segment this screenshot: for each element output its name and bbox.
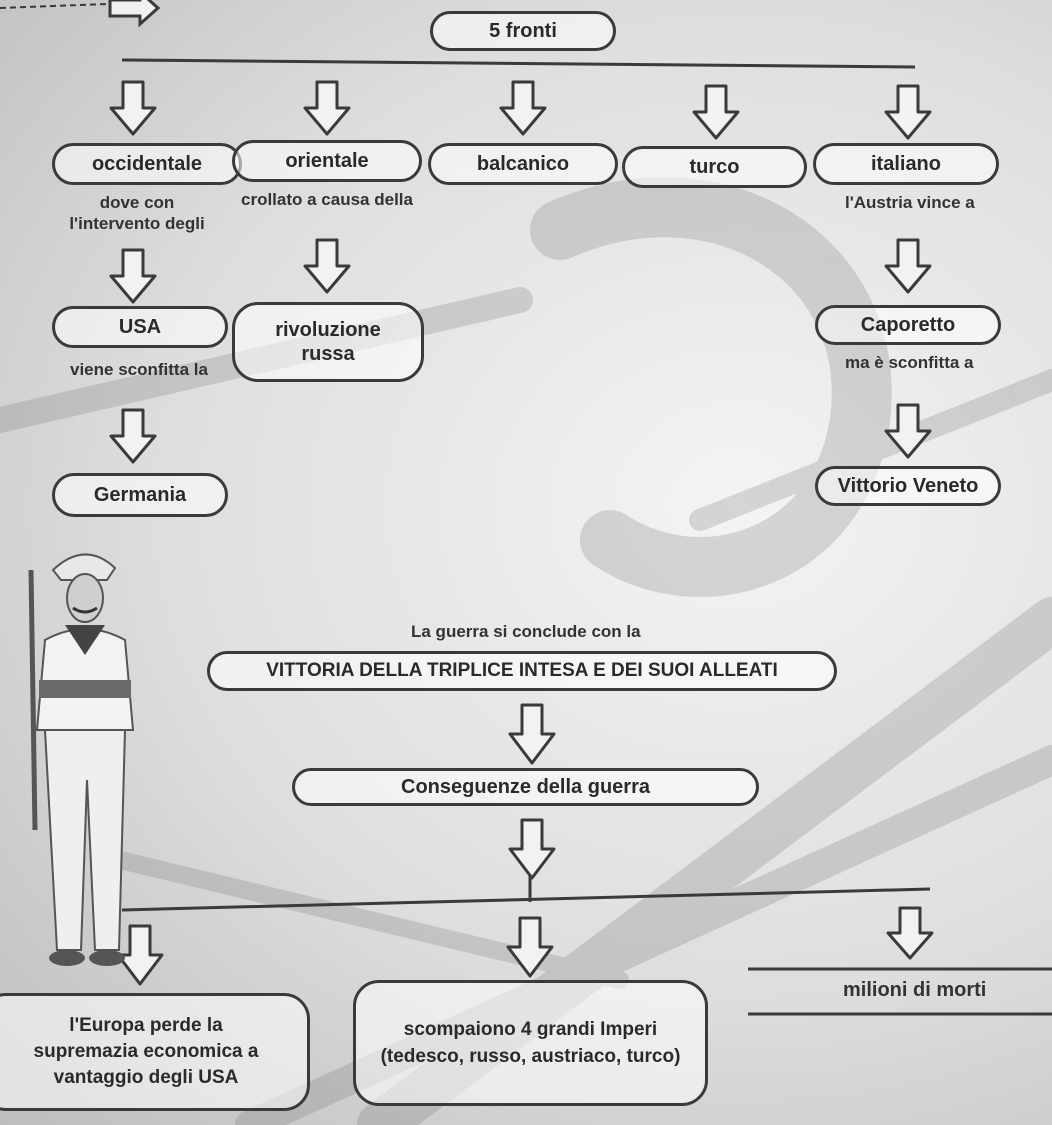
arrow-occidentale-icon: [109, 80, 157, 136]
node-vittoria-triplice-intesa: VITTORIA DELLA TRIPLICE INTESA E DEI SUO…: [207, 651, 837, 691]
node-conseguenze: Conseguenze della guerra: [292, 768, 759, 806]
arrow-balcanico-icon: [499, 80, 547, 136]
node-rivoluzione-russa: rivoluzione russa: [232, 302, 424, 382]
arrow-turco-icon: [692, 84, 740, 140]
arrow-to-conseguenze-icon: [508, 703, 556, 765]
node-caporetto: Caporetto: [815, 305, 1001, 345]
front-turco: turco: [622, 146, 807, 188]
consequence-milioni-morti: milioni di morti: [843, 979, 987, 1001]
note-sconfitta-germania: viene sconfitta la: [70, 360, 208, 379]
consequence-imperi: scompaiono 4 grandi Imperi (tedesco, rus…: [353, 980, 708, 1106]
node-germania: Germania: [52, 473, 228, 517]
note-sconfitta-austria: ma è sconfitta a: [845, 353, 974, 372]
front-orientale: orientale: [232, 140, 422, 182]
arrow-to-vittorio-veneto-icon: [884, 403, 932, 459]
arrow-orientale-icon: [303, 80, 351, 136]
arrow-italiano-icon: [884, 84, 932, 140]
note-crollato: crollato a causa della: [241, 190, 413, 209]
arrow-to-usa-icon: [109, 248, 157, 304]
arrow-to-caporetto-icon: [884, 238, 932, 294]
arrow-to-germania-icon: [109, 408, 157, 464]
arrow-to-imperi-icon: [506, 916, 554, 978]
note-intervento-usa: dove con l'intervento degli: [69, 193, 205, 233]
note-conclusion: La guerra si conclude con la: [411, 622, 641, 641]
root-node: 5 fronti: [430, 11, 616, 51]
front-italiano: italiano: [813, 143, 999, 185]
arrow-to-rivoluzione-icon: [303, 238, 351, 294]
front-occidentale: occidentale: [52, 143, 242, 185]
node-vittorio-veneto: Vittorio Veneto: [815, 466, 1001, 506]
consequence-europa: l'Europa perde la supremazia economica a…: [0, 993, 310, 1111]
arrow-from-conseguenze-icon: [508, 818, 556, 880]
front-balcanico: balcanico: [428, 143, 618, 185]
note-austria-vince: l'Austria vince a: [845, 193, 975, 212]
node-usa: USA: [52, 306, 228, 348]
soldier-figure: [28, 553, 135, 966]
arrow-to-morti-icon: [886, 906, 934, 960]
arrow-to-europa-icon: [116, 924, 164, 986]
